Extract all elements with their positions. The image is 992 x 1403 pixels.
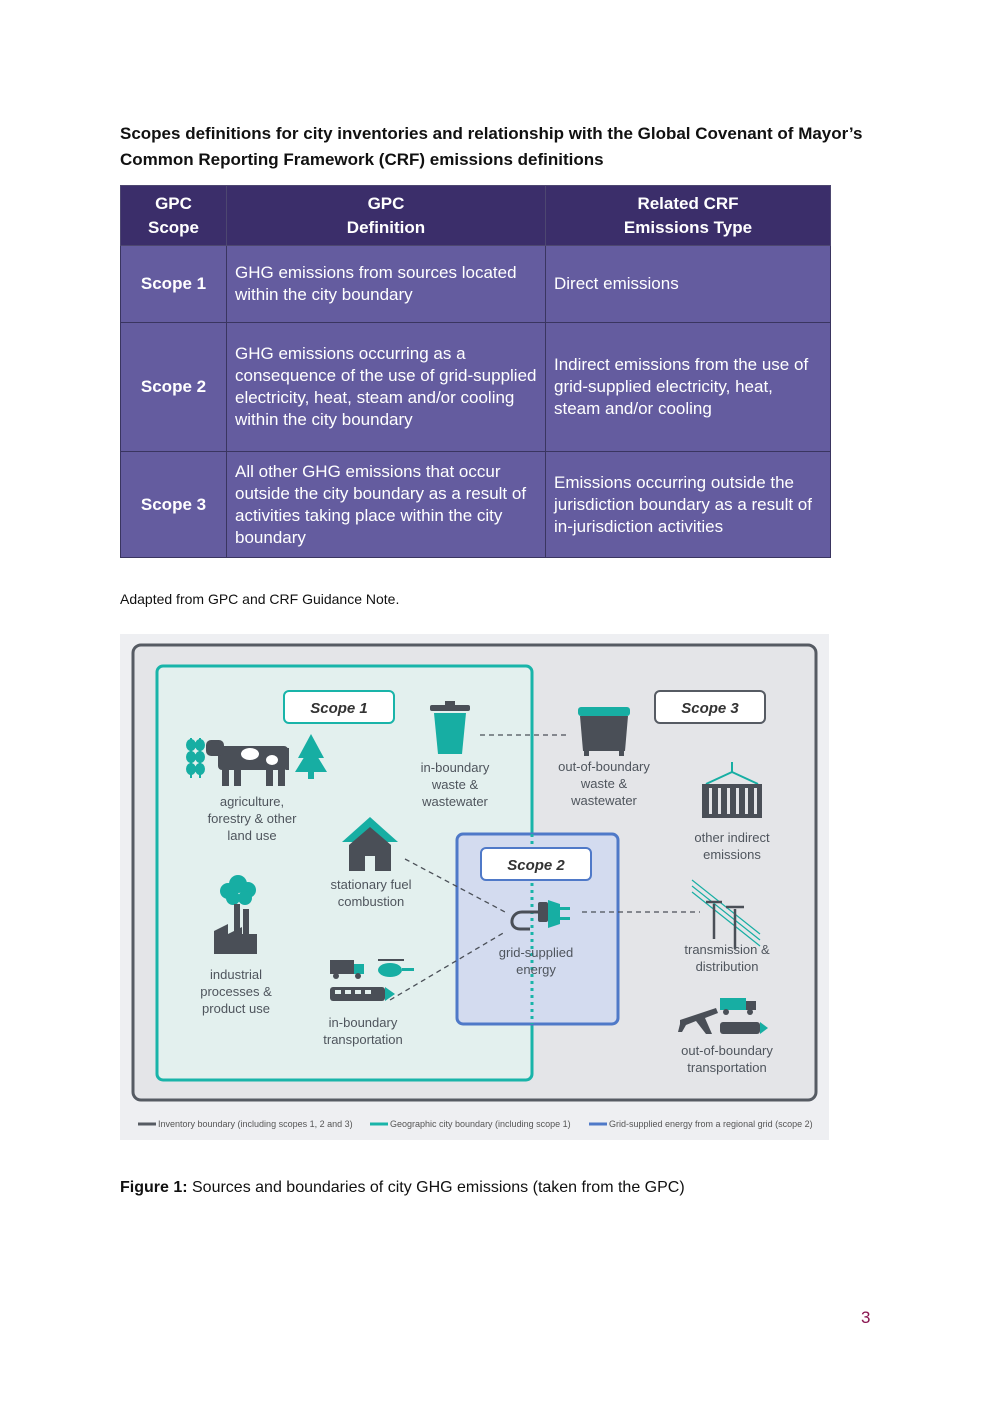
industrial-label-2: processes & xyxy=(200,984,272,999)
table-heading: Scopes definitions for city inventories … xyxy=(120,124,863,169)
inboundary-transport-label-2: transportation xyxy=(323,1032,403,1047)
outboundary-waste-label-3: wastewater xyxy=(570,793,637,808)
diagram-legend: Inventory boundary (including scopes 1, … xyxy=(138,1119,813,1129)
legend-grid: Grid-supplied energy from a regional gri… xyxy=(609,1119,813,1129)
grid-energy-label-2: energy xyxy=(516,962,556,977)
outboundary-transport-label-2: transportation xyxy=(687,1060,767,1075)
table-row: Scope 3 All other GHG emissions that occ… xyxy=(120,451,831,558)
inboundary-transport-label-1: in-boundary xyxy=(329,1015,398,1030)
figure-caption: Figure 1: Sources and boundaries of city… xyxy=(120,1179,685,1197)
crf-cell: Emissions occurring outside the jurisdic… xyxy=(545,451,831,558)
transport-icon xyxy=(330,959,414,1001)
scope-cell: Scope 2 xyxy=(120,322,227,452)
legend-geographic: Geographic city boundary (including scop… xyxy=(390,1119,571,1129)
industrial-label-1: industrial xyxy=(210,967,262,982)
agriculture-label-2: forestry & other xyxy=(208,811,298,826)
transmission-label-2: distribution xyxy=(696,959,759,974)
stationary-label-2: combustion xyxy=(338,894,404,909)
scope-cell: Scope 1 xyxy=(120,245,227,323)
plane-truck-icon xyxy=(678,998,768,1034)
plug-icon xyxy=(510,900,570,931)
power-tower-icon xyxy=(691,879,761,949)
caption-text: Sources and boundaries of city GHG emiss… xyxy=(187,1179,685,1196)
inboundary-waste-label-1: in-boundary xyxy=(421,760,490,775)
crf-cell: Indirect emissions from the use of grid-… xyxy=(545,322,831,452)
scope2-box xyxy=(480,847,592,881)
scope1-label: Scope 1 xyxy=(310,700,368,717)
page-number: 3 xyxy=(861,1308,871,1327)
other-indirect-label-1: other indirect xyxy=(694,830,770,845)
industrial-label-3: product use xyxy=(202,1001,270,1016)
grid-boundary xyxy=(455,832,620,1026)
outboundary-waste-label-1: out-of-boundary xyxy=(558,759,650,774)
crf-cell: Direct emissions xyxy=(545,245,831,323)
trash-bin-icon xyxy=(430,701,470,754)
scope3-box xyxy=(654,690,766,724)
inboundary-waste-label-3: wastewater xyxy=(421,794,488,809)
agriculture-label-3: land use xyxy=(227,828,276,843)
factory-icon xyxy=(214,875,257,954)
table-row: Scope 2 GHG emissions occurring as a con… xyxy=(120,322,831,452)
scope2-label: Scope 2 xyxy=(507,857,565,874)
definition-cell: All other GHG emissions that occur outsi… xyxy=(226,451,546,558)
outboundary-waste-label-2: waste & xyxy=(580,776,628,791)
definition-cell: GHG emissions occurring as a consequence… xyxy=(226,322,546,452)
transmission-label-1: transmission & xyxy=(684,942,770,957)
caption-label: Figure 1: xyxy=(120,1179,188,1196)
definition-cell: GHG emissions from sources located withi… xyxy=(226,245,546,323)
other-indirect-label-2: emissions xyxy=(703,847,761,862)
source-note: Adapted from GPC and CRF Guidance Note. xyxy=(120,591,400,607)
emissions-diagram: Scope 1 Scope 2 Scope 3 agriculture, for… xyxy=(131,643,818,1129)
outboundary-transport-label-1: out-of-boundary xyxy=(681,1043,773,1058)
dashed-connectors xyxy=(389,734,700,1001)
scope3-label: Scope 3 xyxy=(681,700,739,717)
scope-cell: Scope 3 xyxy=(120,451,227,558)
agriculture-icon xyxy=(186,734,327,786)
agriculture-label-1: agriculture, xyxy=(220,794,284,809)
scope1-box xyxy=(283,690,395,724)
container-icon xyxy=(702,762,762,818)
inboundary-waste-label-2: waste & xyxy=(431,777,479,792)
table-row: Scope 1 GHG emissions from sources locat… xyxy=(120,245,831,323)
emissions-figure: Scope 1 Scope 2 Scope 3 agriculture, for… xyxy=(120,634,829,1140)
grid-energy-label-1: grid-supplied xyxy=(499,945,573,960)
house-icon xyxy=(342,817,398,871)
stationary-label-1: stationary fuel xyxy=(331,877,412,892)
legend-inventory: Inventory boundary (including scopes 1, … xyxy=(158,1119,353,1129)
dumpster-icon xyxy=(578,707,630,756)
